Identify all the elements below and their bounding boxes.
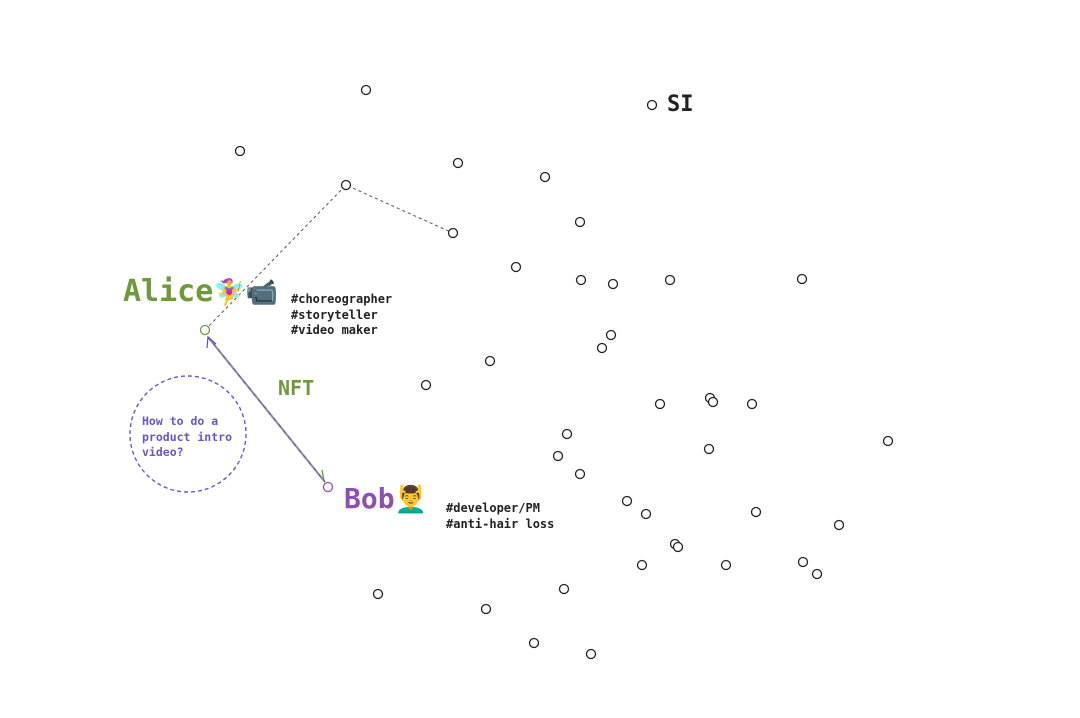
node[interactable] (636, 559, 648, 571)
alice-name: Alice (123, 274, 214, 309)
node[interactable] (882, 435, 894, 447)
node[interactable] (452, 157, 464, 169)
node[interactable] (340, 179, 352, 191)
alice-node[interactable] (199, 324, 211, 336)
node[interactable] (596, 342, 608, 354)
bob-tags: #developer/PM #anti-hair loss (446, 501, 554, 532)
node[interactable] (360, 84, 372, 96)
alice-name-label[interactable]: Alice🧚‍♀️📹 (123, 274, 278, 309)
node[interactable] (510, 261, 522, 273)
question-bubble (129, 375, 247, 493)
node-group (234, 84, 894, 660)
node[interactable] (605, 329, 617, 341)
bob-tag: #developer/PM (446, 501, 540, 515)
si-node[interactable] (646, 99, 658, 111)
bob-node[interactable] (322, 481, 334, 493)
node[interactable] (607, 278, 619, 290)
node[interactable] (796, 273, 808, 285)
si-label: SI (667, 92, 694, 117)
node[interactable] (664, 274, 676, 286)
node[interactable] (234, 145, 246, 157)
bob-emoji-icon: 💆‍♂️ (394, 485, 427, 515)
node[interactable] (447, 227, 459, 239)
node[interactable] (811, 568, 823, 580)
node[interactable] (585, 648, 597, 660)
bob-name: Bob (344, 482, 395, 515)
node[interactable] (797, 556, 809, 568)
node[interactable] (539, 171, 551, 183)
node[interactable] (720, 559, 732, 571)
alice-tag: #choreographer (291, 292, 393, 306)
node[interactable] (575, 274, 587, 286)
node[interactable] (372, 588, 384, 600)
node[interactable] (480, 603, 492, 615)
alice-tag: #storyteller (291, 307, 378, 322)
alice-tags: #choreographer #storyteller #video maker (291, 292, 392, 339)
node[interactable] (574, 216, 586, 228)
nft-link-arrowhead (206, 335, 217, 349)
node[interactable] (746, 398, 758, 410)
alice-tag: #video maker (291, 323, 378, 337)
nft-link-label: NFT (278, 376, 315, 400)
node[interactable] (574, 468, 586, 480)
node[interactable] (561, 428, 573, 440)
node[interactable] (484, 355, 496, 367)
bob-tag: #anti-hair loss (446, 516, 555, 531)
nft-link-dashes (207, 336, 326, 483)
node[interactable] (528, 637, 540, 649)
node[interactable] (707, 396, 719, 408)
node[interactable] (420, 379, 432, 391)
nft-link-tail-mark (321, 469, 325, 482)
node[interactable] (833, 519, 845, 531)
node[interactable] (654, 398, 666, 410)
node[interactable] (672, 541, 684, 553)
node[interactable] (640, 508, 652, 520)
alice-emoji-icon: 🧚‍♀️📹 (213, 278, 279, 308)
node[interactable] (703, 443, 715, 455)
alice-connection-path (204, 184, 454, 331)
node[interactable] (552, 450, 564, 462)
node[interactable] (621, 495, 633, 507)
question-text: How to do a product intro video? (142, 414, 233, 459)
node[interactable] (558, 583, 570, 595)
node[interactable] (750, 506, 762, 518)
bob-name-label[interactable]: Bob💆‍♂️ (344, 482, 427, 515)
